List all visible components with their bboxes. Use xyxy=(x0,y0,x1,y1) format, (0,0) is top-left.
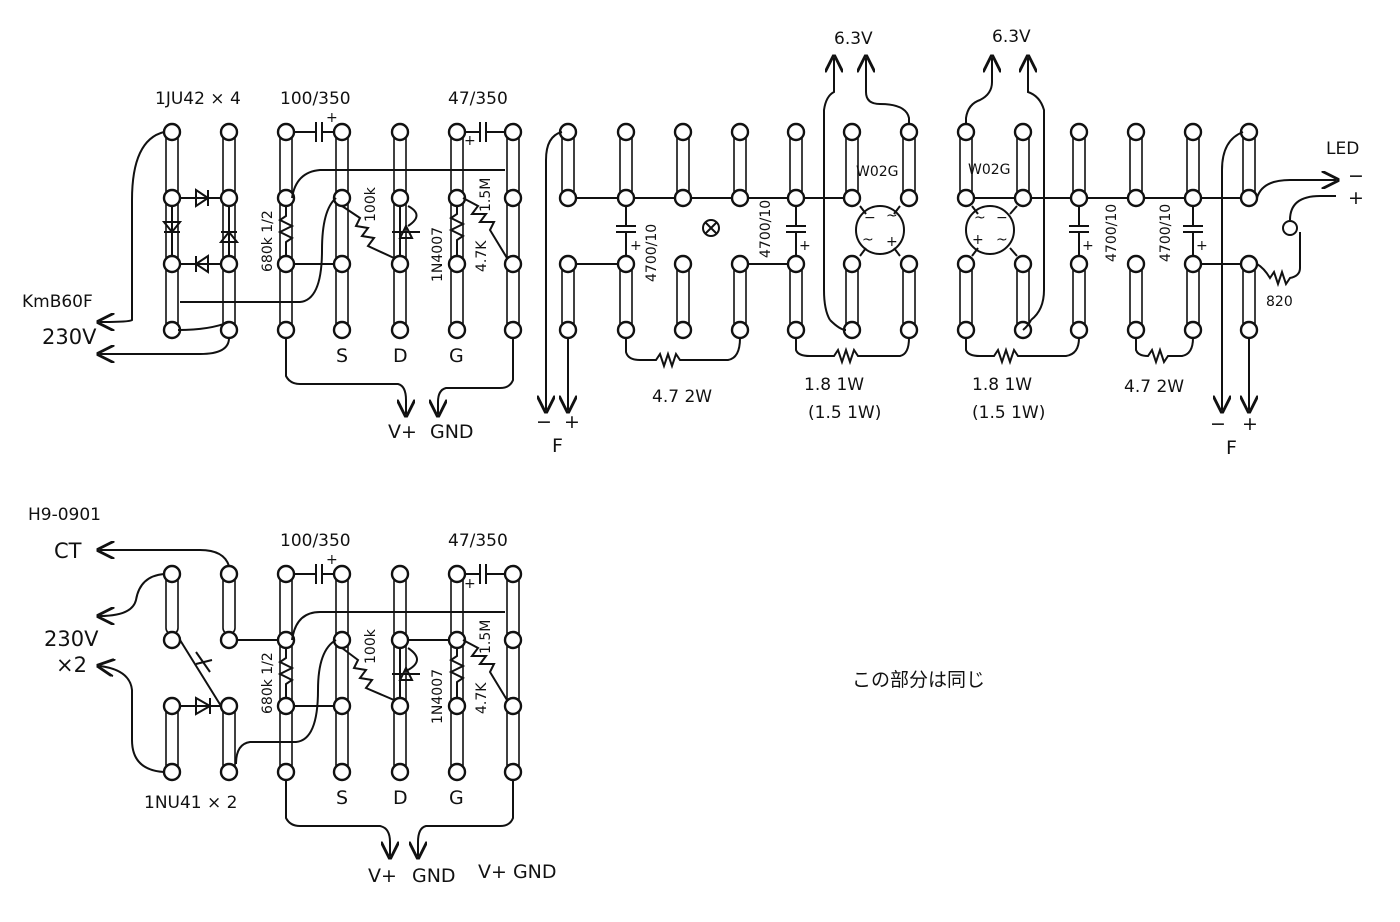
cap-d-label: 4700/10 xyxy=(1158,204,1174,262)
diode-1n4007-label: 1N4007 xyxy=(430,227,446,282)
out-vplus-label: V+ xyxy=(368,865,397,887)
svg-text:+: + xyxy=(464,576,476,592)
f-right-minus: − xyxy=(1210,413,1226,435)
cap-c-label: 4700/10 xyxy=(1104,204,1120,262)
transformer-label: KmB60F xyxy=(22,292,93,312)
bottom-left-board: + + H9-0901 CT xyxy=(28,505,557,887)
pin-g-label: G xyxy=(449,787,464,809)
svg-text:+: + xyxy=(630,238,642,254)
svg-text:+: + xyxy=(886,234,898,250)
components: + + xyxy=(161,110,508,331)
f-left-label: F xyxy=(552,435,563,457)
res-1-5m-label: 1.5M xyxy=(478,178,494,212)
f-left-plus: + xyxy=(564,411,580,433)
extra-outputs-label: V+ GND xyxy=(478,861,557,883)
res-100k-label: 100k xyxy=(363,186,379,222)
svg-text:+: + xyxy=(1082,238,1094,254)
cap1-label: 100/350 xyxy=(280,531,351,551)
out-6v3-b-label: 6.3V xyxy=(992,27,1031,47)
svg-text:+: + xyxy=(464,133,476,149)
bridge-rectifier-icon: −~ ~+ xyxy=(855,205,905,255)
bridge-a-label: W02G xyxy=(856,164,899,180)
out-gnd-label: GND xyxy=(430,421,474,443)
cap2-label: 47/350 xyxy=(448,89,508,109)
out-gnd-label: GND xyxy=(412,865,456,887)
svg-text:~: ~ xyxy=(996,232,1008,248)
bottom-labels: H9-0901 CT 230V ×2 1NU41 × 2 100/350 47/… xyxy=(28,505,557,887)
svg-text:~: ~ xyxy=(862,232,874,248)
cap-b-label: 4700/10 xyxy=(758,200,774,258)
cap-a-label: 4700/10 xyxy=(644,224,660,282)
mains-label-2: ×2 xyxy=(56,653,87,677)
bottom-components: + + xyxy=(179,552,508,765)
svg-text:+: + xyxy=(326,110,338,126)
heater-components: + + + + −~ ~+ ~− +~ xyxy=(546,58,1336,410)
res-c-alt-label: (1.5 1W) xyxy=(972,403,1045,423)
res-b-alt-label: (1.5 1W) xyxy=(808,403,881,423)
bottom-strips xyxy=(165,573,520,773)
led-label: LED xyxy=(1326,139,1359,159)
pin-d-label: D xyxy=(393,345,408,367)
res-680k-label: 680k 1/2 xyxy=(260,210,276,272)
mains-label: 230V xyxy=(42,325,97,349)
res-a-label: 4.7 2W xyxy=(652,387,712,407)
diode-1n4007-label: 1N4007 xyxy=(430,669,446,724)
pin-d-label: D xyxy=(393,787,408,809)
svg-text:~: ~ xyxy=(886,208,898,224)
bridge-b-label: W02G xyxy=(968,162,1011,178)
diode-label: 1NU41 × 2 xyxy=(144,793,237,813)
svg-text:−: − xyxy=(996,210,1008,226)
f-left-minus: − xyxy=(536,411,552,433)
svg-text:+: + xyxy=(799,238,811,254)
out-6v3-a-label: 6.3V xyxy=(834,29,873,49)
svg-text:−: − xyxy=(864,210,876,226)
led-minus-label: − xyxy=(1348,165,1364,187)
res-1-5m-label: 1.5M xyxy=(478,620,494,654)
res-100k-label: 100k xyxy=(363,628,379,664)
f-right-plus: + xyxy=(1242,413,1258,435)
heater-strips xyxy=(561,131,1256,331)
bottom-external-wires xyxy=(100,550,514,856)
svg-text:~: ~ xyxy=(974,210,986,226)
ct-label: CT xyxy=(54,539,82,563)
cap1-label: 100/350 xyxy=(280,89,351,109)
mains-label-1: 230V xyxy=(44,627,99,651)
transformer-label: H9-0901 xyxy=(28,505,101,525)
svg-text:+: + xyxy=(1196,238,1208,254)
res-b-label: 1.8 1W xyxy=(804,375,864,395)
bridge-rectifier-icon: ~− +~ xyxy=(965,205,1015,255)
cap2-label: 47/350 xyxy=(448,531,508,551)
heater-labels: 6.3V 6.3V W02G W02G 4700/10 4700/10 4700… xyxy=(536,27,1364,459)
res-4-7k-label: 4.7K xyxy=(474,682,490,714)
labels: 1JU42 × 4 100/350 47/350 KmB60F 230V 680… xyxy=(22,89,508,443)
bottom-pads xyxy=(162,564,523,782)
pin-s-label: S xyxy=(336,787,348,809)
top-left-board: + + 1JU42 × 4 xyxy=(22,89,523,443)
led-plus-label: + xyxy=(1348,187,1364,209)
f-right-label: F xyxy=(1226,437,1237,459)
led-icon xyxy=(1282,220,1298,236)
note-same-part: この部分は同じ xyxy=(852,669,985,691)
led-res-label: 820 xyxy=(1266,294,1293,310)
bridge-label: 1JU42 × 4 xyxy=(155,89,241,109)
res-d-label: 4.7 2W xyxy=(1124,377,1184,397)
heater-board: + + + + −~ ~+ ~− +~ xyxy=(536,27,1364,459)
svg-text:+: + xyxy=(326,552,338,568)
out-vplus-label: V+ xyxy=(388,421,417,443)
pin-g-label: G xyxy=(449,345,464,367)
res-4-7k-label: 4.7K xyxy=(474,240,490,272)
res-680k-label: 680k 1/2 xyxy=(260,652,276,714)
pin-s-label: S xyxy=(336,345,348,367)
svg-text:+: + xyxy=(972,232,984,248)
strips xyxy=(165,131,520,331)
external-wires xyxy=(100,131,514,414)
res-c-label: 1.8 1W xyxy=(972,375,1032,395)
lamp-icon xyxy=(702,219,720,237)
